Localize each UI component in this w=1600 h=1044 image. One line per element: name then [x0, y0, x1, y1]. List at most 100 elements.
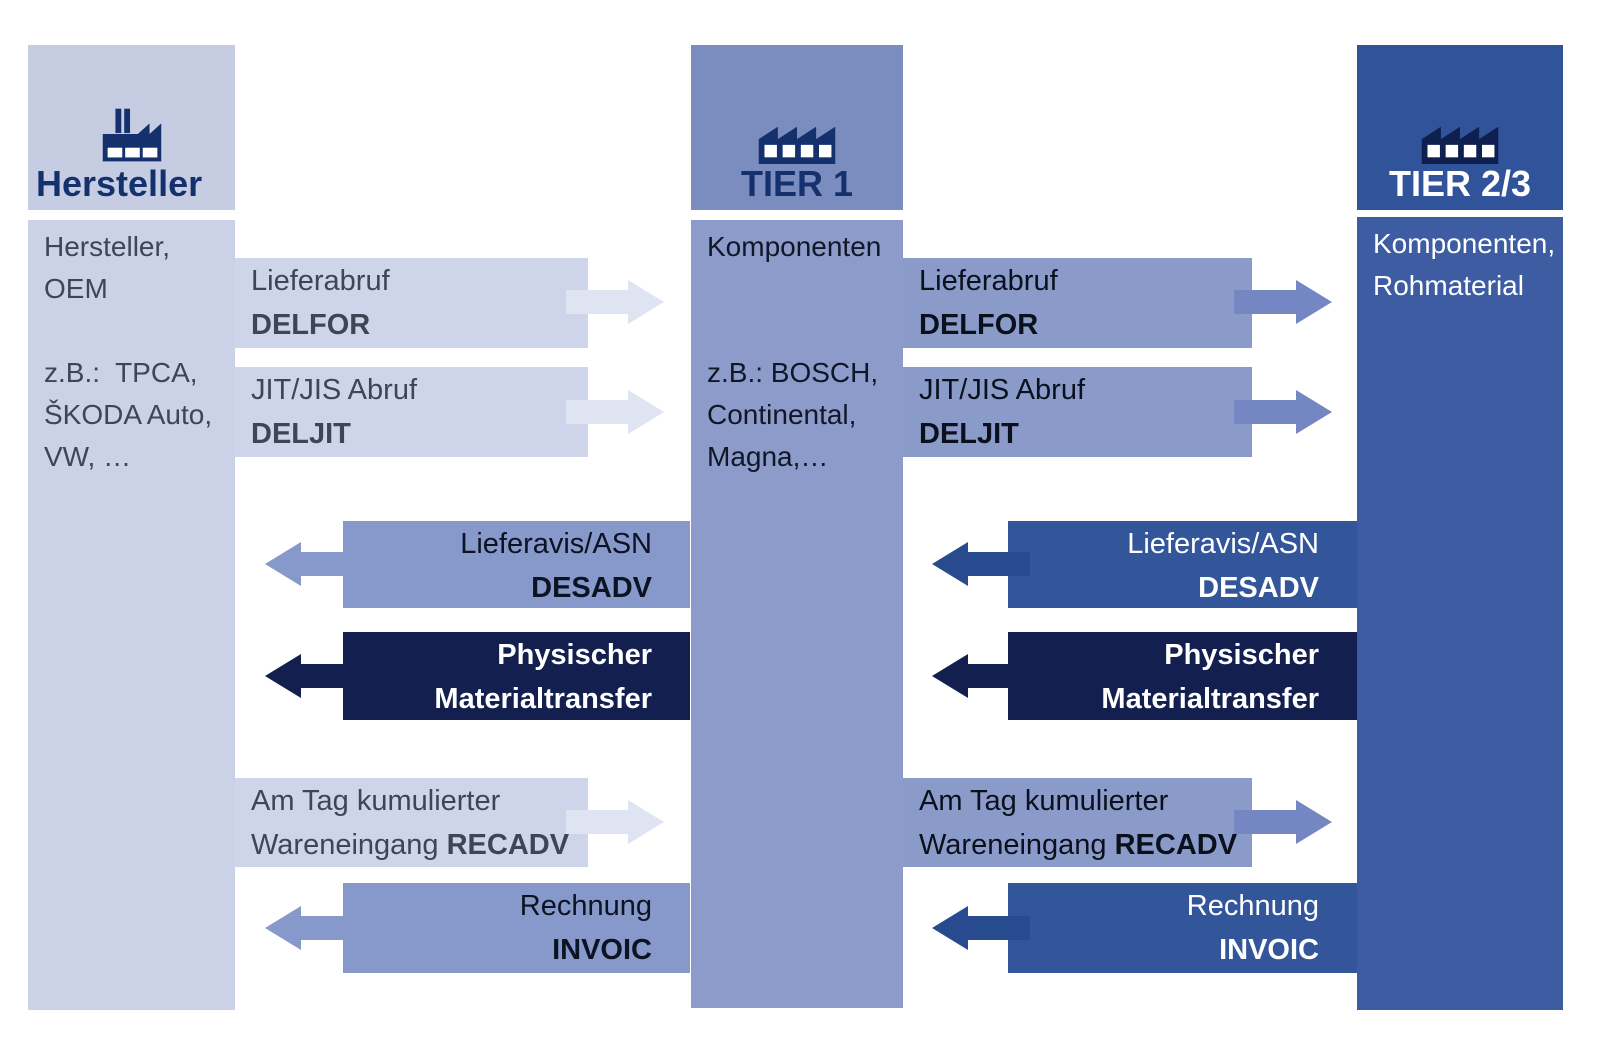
column-header-hersteller: Hersteller — [28, 45, 235, 210]
info-line: Komponenten, — [1373, 228, 1556, 259]
flow-line: Materialtransfer — [343, 677, 652, 721]
flow-code: DELFOR — [251, 309, 371, 341]
flow-text: Rechnung — [1186, 890, 1319, 922]
hersteller-examples: z.B.: TPCA, ŠKODA Auto, VW, … — [44, 352, 229, 478]
flow-line: Lieferabruf — [919, 259, 1252, 303]
flow-line: DELFOR — [919, 303, 1252, 347]
flow-label-deljit-oem: JIT/JIS Abruf DELJIT — [235, 367, 588, 457]
flow-code: RECADV — [1114, 829, 1238, 861]
materialtransfer-oem-left-arrow-icon — [265, 654, 363, 698]
flow-code: DESADV — [1198, 572, 1319, 604]
column-title-tier1: TIER 1 — [740, 163, 854, 205]
flow-text: JIT/JIS Abruf — [251, 374, 417, 406]
flow-code: DESADV — [531, 572, 652, 604]
flow-code: Physischer — [1164, 639, 1319, 671]
flow-text: Lieferavis/ASN — [1127, 528, 1319, 560]
flow-line: Wareneingang RECADV — [251, 823, 588, 867]
column-title-hersteller: Hersteller — [36, 163, 203, 205]
factory-icon — [102, 109, 161, 162]
flow-text: Am Tag kumulierter — [251, 785, 501, 817]
flow-line: JIT/JIS Abruf — [919, 368, 1252, 412]
flow-line: Lieferabruf — [251, 259, 588, 303]
info-line: Rohmaterial — [1373, 270, 1524, 301]
flow-line: INVOIC — [1008, 928, 1319, 972]
tier1-info: Komponenten — [707, 226, 897, 268]
factory-icon — [1421, 127, 1499, 165]
flow-line: Am Tag kumulierter — [919, 779, 1252, 823]
info-line: Hersteller, — [44, 231, 171, 262]
flow-line: Lieferavis/ASN — [1008, 522, 1319, 566]
flow-line: Materialtransfer — [1008, 677, 1319, 721]
delfor-oem-right-arrow-icon — [566, 280, 664, 324]
flow-line: INVOIC — [343, 928, 652, 972]
flow-text: Am Tag kumulierter — [919, 785, 1169, 817]
flow-text: Rechnung — [519, 890, 652, 922]
flow-line: DESADV — [1008, 566, 1319, 610]
recadv-tier-right-arrow-icon — [1234, 800, 1332, 844]
deljit-tier-right-arrow-icon — [1234, 390, 1332, 434]
invoic-tier-left-arrow-icon — [932, 906, 1030, 950]
flow-label-materialtransfer-oem: Physischer Materialtransfer — [343, 632, 690, 720]
flow-label-desadv-oem: Lieferavis/ASN DESADV — [343, 521, 690, 608]
flow-line: Rechnung — [1008, 884, 1319, 928]
flow-line: Am Tag kumulierter — [251, 779, 588, 823]
column-title-tier23: TIER 2/3 — [1388, 163, 1532, 205]
hersteller-info: Hersteller, OEM — [44, 226, 229, 310]
materialtransfer-tier-left-arrow-icon — [932, 654, 1030, 698]
flow-text: Wareneingang — [919, 829, 1115, 861]
flow-line: DELJIT — [919, 412, 1252, 456]
flow-line: DESADV — [343, 566, 652, 610]
flow-label-desadv-tier: Lieferavis/ASN DESADV — [1008, 521, 1357, 608]
factory-icon — [758, 127, 836, 165]
flow-code: DELJIT — [251, 418, 351, 450]
flow-line: Wareneingang RECADV — [919, 823, 1252, 867]
column-body-tier23: Komponenten, Rohmaterial — [1357, 217, 1563, 1010]
desadv-oem-left-arrow-icon — [265, 542, 363, 586]
column-header-tier23: TIER 2/3 — [1357, 45, 1563, 210]
flow-code: Materialtransfer — [1101, 683, 1319, 715]
invoic-oem-left-arrow-icon — [265, 906, 363, 950]
flow-text: Lieferavis/ASN — [460, 528, 652, 560]
flow-text: Lieferabruf — [919, 265, 1058, 297]
deljit-oem-right-arrow-icon — [566, 390, 664, 434]
flow-label-delfor-oem: Lieferabruf DELFOR — [235, 258, 588, 348]
info-line: VW, … — [44, 441, 132, 472]
flow-line: DELJIT — [251, 412, 588, 456]
flow-line: DELFOR — [251, 303, 588, 347]
flow-line: Physischer — [343, 633, 652, 677]
column-header-tier1: TIER 1 — [691, 45, 903, 210]
flow-label-recadv-oem: Am Tag kumulierter Wareneingang RECADV — [235, 778, 588, 867]
info-line: z.B.: TPCA, — [44, 357, 198, 388]
flow-code: DELJIT — [919, 418, 1019, 450]
flow-code: RECADV — [446, 829, 570, 861]
flow-label-materialtransfer-tier: Physischer Materialtransfer — [1008, 632, 1357, 720]
flow-text: Wareneingang — [251, 829, 447, 861]
info-line: ŠKODA Auto, — [44, 399, 213, 430]
flow-label-invoic-tier: Rechnung INVOIC — [1008, 883, 1357, 973]
info-line: Continental, — [707, 399, 857, 430]
column-body-hersteller: Hersteller, OEM z.B.: TPCA, ŠKODA Auto, … — [28, 220, 235, 1010]
flow-text: JIT/JIS Abruf — [919, 374, 1085, 406]
flow-code: Physischer — [497, 639, 652, 671]
flow-code: Materialtransfer — [434, 683, 652, 715]
flow-line: Physischer — [1008, 633, 1319, 677]
recadv-oem-right-arrow-icon — [566, 800, 664, 844]
flow-line: JIT/JIS Abruf — [251, 368, 588, 412]
info-line: Komponenten — [707, 231, 882, 262]
flow-label-deljit-tier: JIT/JIS Abruf DELJIT — [903, 367, 1252, 457]
info-line: Magna,… — [707, 441, 829, 472]
desadv-tier-left-arrow-icon — [932, 542, 1030, 586]
flow-line: Rechnung — [343, 884, 652, 928]
flow-code: INVOIC — [1219, 934, 1319, 966]
flow-label-recadv-tier: Am Tag kumulierter Wareneingang RECADV — [903, 778, 1252, 867]
flow-text: Lieferabruf — [251, 265, 390, 297]
flow-label-delfor-tier: Lieferabruf DELFOR — [903, 258, 1252, 348]
tier23-info: Komponenten, Rohmaterial — [1373, 223, 1557, 307]
flow-line: Lieferavis/ASN — [343, 522, 652, 566]
flow-label-invoic-oem: Rechnung INVOIC — [343, 883, 690, 973]
flow-code: INVOIC — [552, 934, 652, 966]
column-body-tier1: Komponenten z.B.: BOSCH, Continental, Ma… — [691, 220, 903, 1008]
info-line: OEM — [44, 273, 108, 304]
tier1-examples: z.B.: BOSCH, Continental, Magna,… — [707, 352, 897, 478]
